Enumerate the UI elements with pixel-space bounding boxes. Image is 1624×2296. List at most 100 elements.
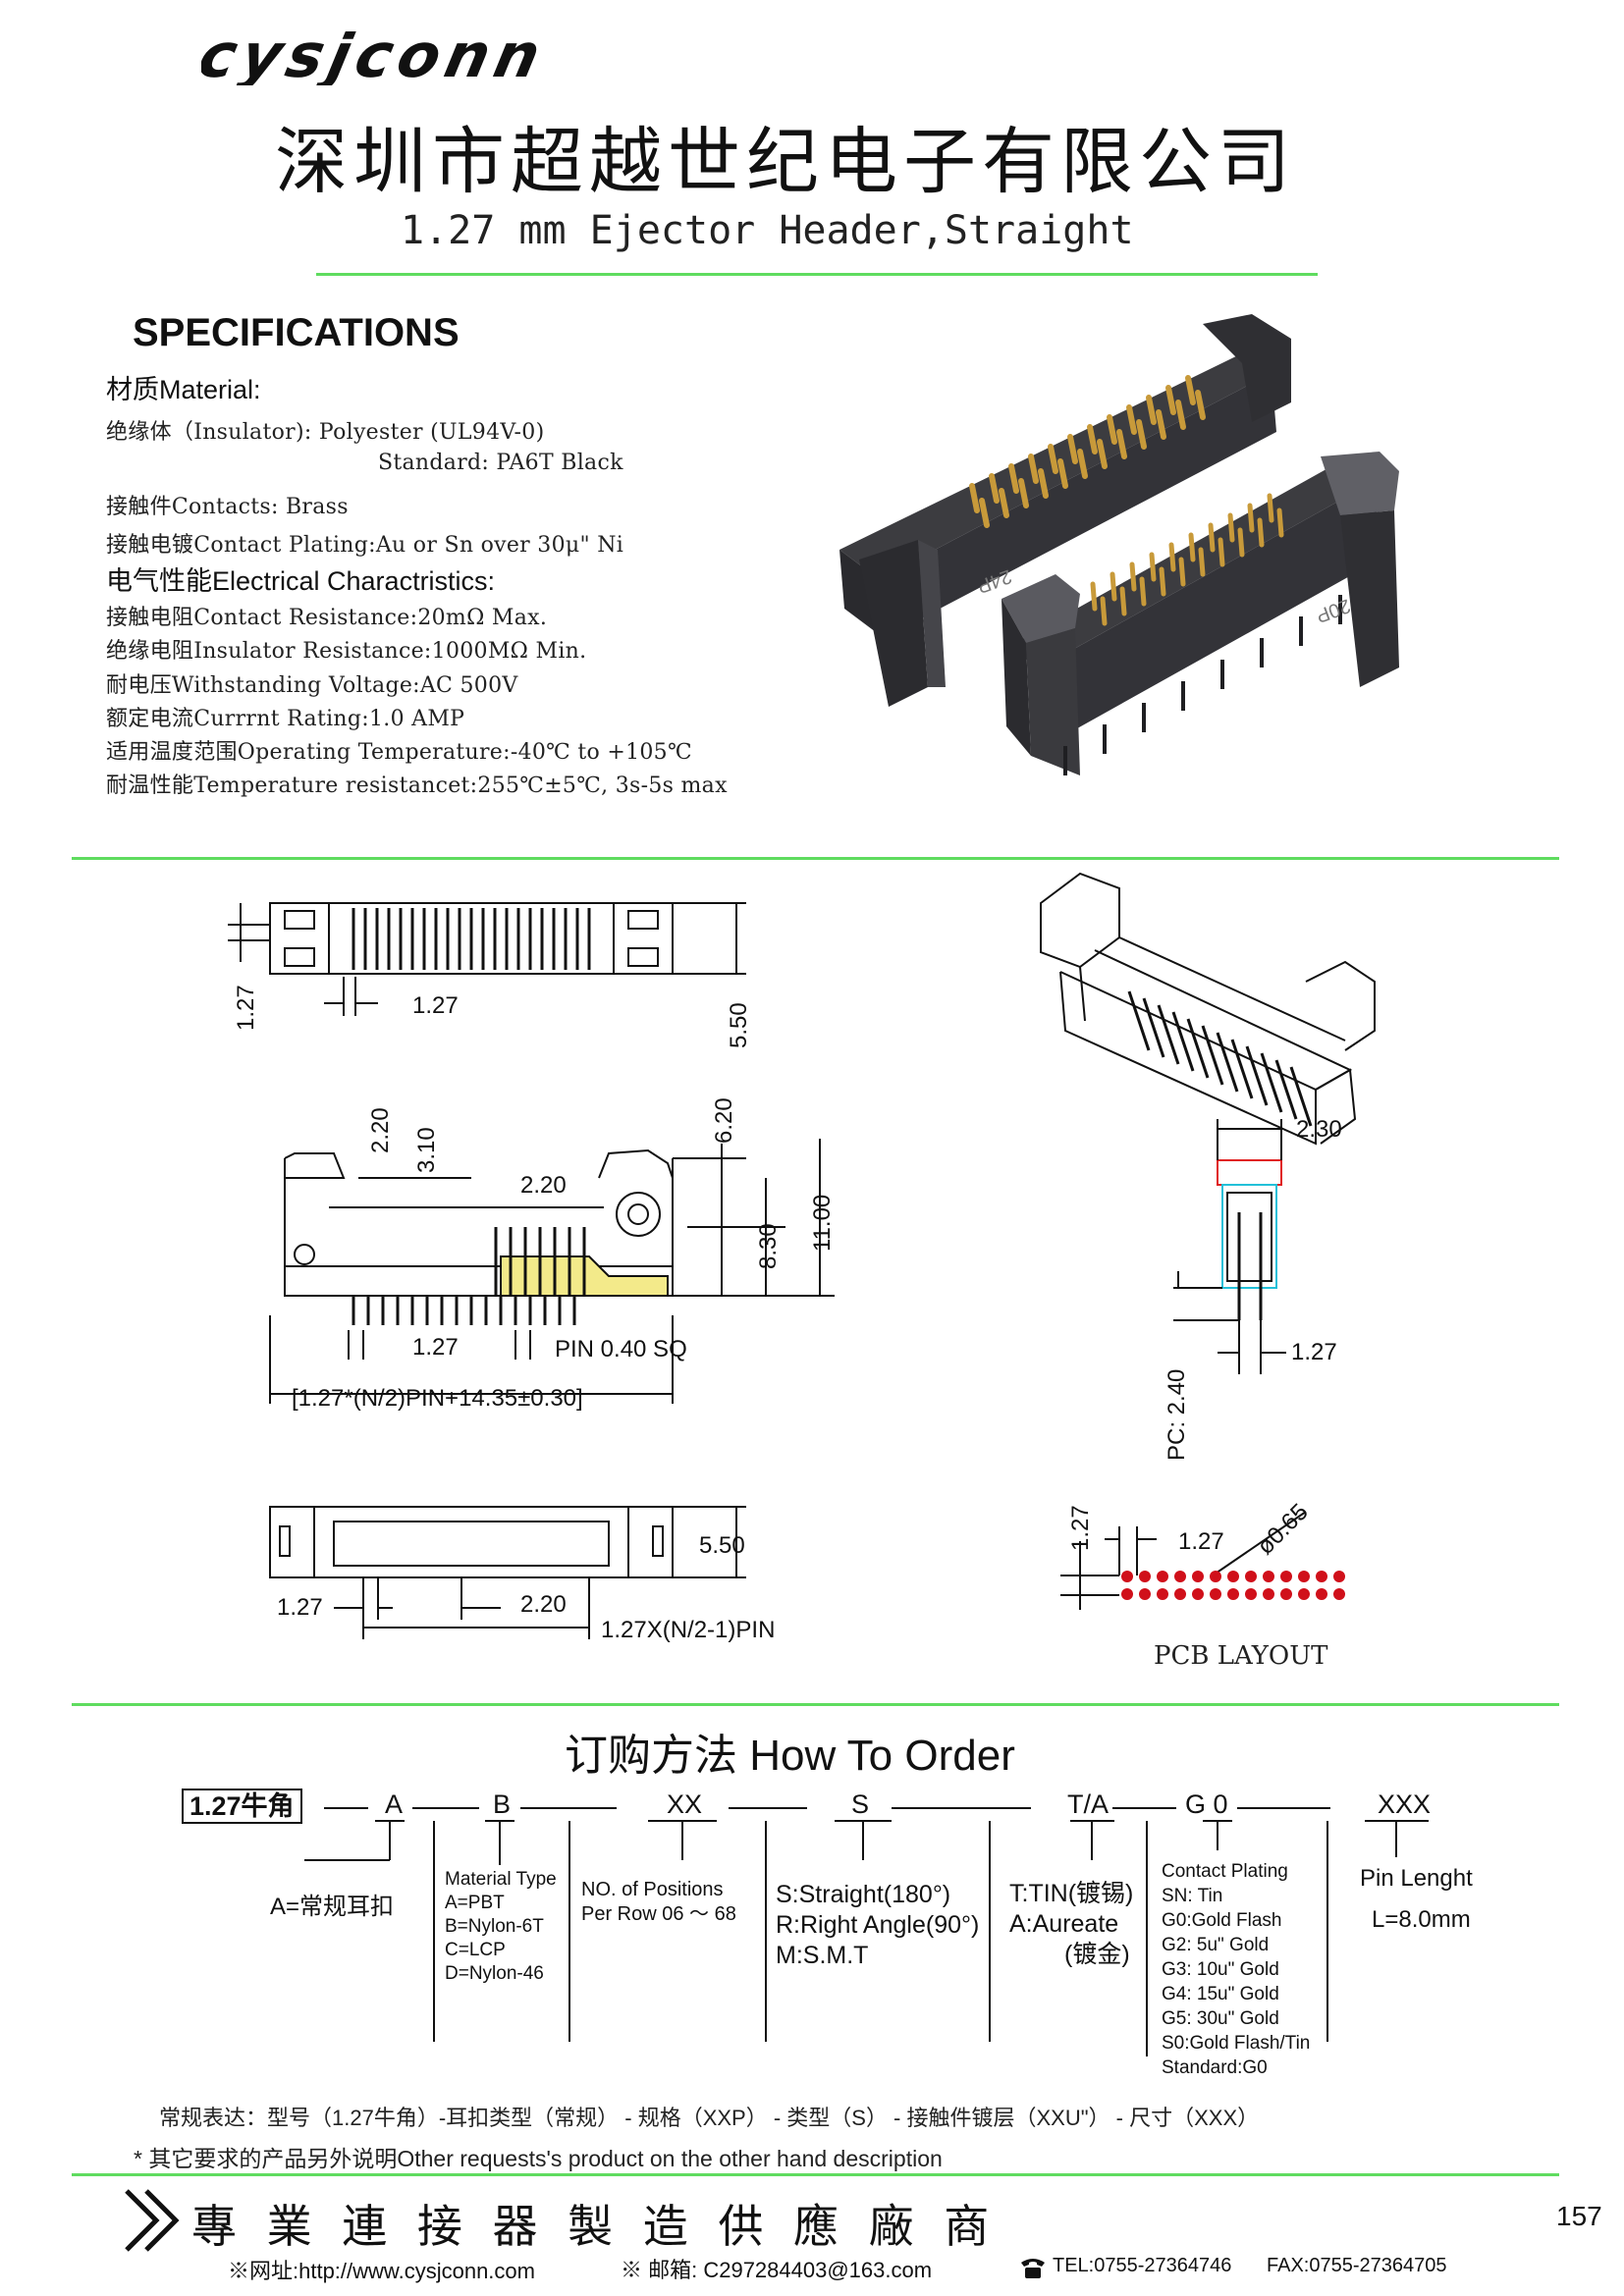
plating-s0: S0:Gold Flash/Tin: [1162, 2033, 1311, 2054]
positions-title: NO. of Positions: [581, 1879, 724, 1900]
end-view: [1173, 1119, 1286, 1374]
order-code-box: 1.27牛角: [182, 1789, 302, 1824]
dim-pin-size: PIN 0.40 SQ: [555, 1336, 687, 1362]
order-material-type: Material Type A=PBT B=Nylon-6T C=LCP D=N…: [445, 1868, 557, 1986]
normal-expression: 常规表达：型号（1.27牛角）-耳扣类型（常规） - 规格（XXP） - 类型（…: [159, 2106, 1260, 2130]
dim-side-pitch: 1.27: [412, 1334, 459, 1361]
order-positions: NO. of Positions Per Row 06 ～ 68: [581, 1878, 736, 1927]
order-code-b: B: [493, 1789, 512, 1819]
order-code-xxx: XXX: [1378, 1789, 1432, 1819]
dim-end-1-27: 1.27: [1291, 1339, 1337, 1365]
company-name: 深圳市超越世纪电子有限公司: [275, 120, 1296, 204]
product-photo: 24P 20P: [839, 314, 1399, 775]
cysjconn-logo: cysjconn: [201, 31, 552, 85]
dim-side-11-00: 11.00: [809, 1195, 836, 1252]
dim-side-2-20: 2.20: [367, 1107, 394, 1153]
order-pin-length: Pin Lenght L=8.0mm: [1360, 1865, 1473, 1934]
style-smt: M:S.M.T: [776, 1942, 869, 1969]
plating-g0: G0:Gold Flash: [1162, 1910, 1282, 1931]
spec-operating-temp: 适用温度范围Operating Temperature:-40℃ to +105…: [106, 740, 692, 765]
style-right-angle: R:Right Angle(90°): [776, 1911, 980, 1939]
footer-website: ※网址:http://www.cysjconn.com: [228, 2259, 535, 2283]
order-code-xx: XX: [667, 1789, 703, 1819]
spec-insulator-standard: Standard: PA6T Black: [378, 451, 623, 475]
plating-g3: G3: 10u" Gold: [1162, 1959, 1279, 1980]
dim-length-formula: [1.27*(N/2)PIN+14.35±0.30]: [292, 1385, 583, 1412]
dim-side-2-20b: 2.20: [520, 1172, 567, 1199]
logo-text: cysjconn: [201, 31, 552, 85]
order-code-s: S: [851, 1789, 870, 1819]
material-type-d: D=Nylon-46: [445, 1963, 544, 1984]
section-rule-2: [72, 1703, 1559, 1706]
spec-insulator: 绝缘体（Insulator): Polyester (UL94V-0): [106, 420, 545, 445]
dim-top-pitch: 1.27: [412, 992, 459, 1019]
spec-contacts: 接触件Contacts: Brass: [106, 495, 349, 519]
top-view: [228, 902, 746, 1016]
order-code-ta: T/A: [1067, 1789, 1110, 1819]
plating-g2: G2: 5u" Gold: [1162, 1935, 1270, 1955]
footer-slogan: 專 業 連 接 器 製 造 供 應 廠 商: [191, 2200, 998, 2253]
dim-side-8-30: 8.30: [755, 1223, 782, 1269]
dim-top-width: 5.50: [726, 1002, 752, 1048]
order-code-g0: G 0: [1185, 1789, 1228, 1819]
spec-temp-resistance: 耐温性能Temperature resistancet:255℃±5℃, 3s-…: [106, 774, 728, 798]
dim-pc-label: PC: 2.40: [1164, 1369, 1190, 1461]
title-rule: [316, 273, 1318, 276]
dim-bottom-1-27: 1.27: [277, 1594, 323, 1621]
dim-bottom-2-20: 2.20: [520, 1591, 567, 1618]
connector-24p: 24P: [839, 314, 1291, 707]
order-code-a: A: [385, 1789, 404, 1819]
dim-bottom-formula: 1.27X(N/2-1)PIN: [601, 1617, 775, 1643]
dim-top-left: 1.27: [233, 985, 259, 1031]
footer-email: ※ 邮箱: C297284403@163.com: [621, 2258, 933, 2282]
iso-drawing: [1040, 872, 1376, 1146]
telephone-icon: [1021, 2259, 1045, 2278]
aureate-note: (镀金): [1064, 1941, 1130, 1968]
specifications-heading: SPECIFICATIONS: [133, 311, 460, 354]
other-request: * 其它要求的产品另外说明Other requests's product on…: [134, 2146, 943, 2171]
spec-contact-resistance: 接触电阻Contact Resistance:20mΩ Max.: [106, 606, 548, 630]
dim-bottom-5-50: 5.50: [699, 1532, 745, 1559]
material-type-title: Material Type: [445, 1869, 557, 1890]
order-a-desc: A=常规耳扣: [270, 1894, 395, 1920]
dim-pcb-1-27a: 1.27: [1067, 1505, 1094, 1551]
section-rule-1: [72, 857, 1559, 860]
chevron-logo-icon: [125, 2189, 180, 2252]
spec-insulator-resistance: 绝缘电阻Insulator Resistance:1000MΩ Min.: [106, 639, 587, 664]
plating-g4: G4: 15u" Gold: [1162, 1984, 1279, 2004]
pin-length-value: L=8.0mm: [1372, 1906, 1471, 1933]
section-rule-3: [72, 2173, 1559, 2176]
order-tin: T:TIN(镀锡) A:Aureate (镀金): [1009, 1879, 1133, 1970]
pin-length-title: Pin Lenght: [1360, 1865, 1473, 1892]
dim-end-2-30: 2.30: [1296, 1116, 1342, 1143]
footer-fax: FAX:0755-27364705: [1267, 2255, 1447, 2276]
side-view: [269, 1139, 835, 1404]
electrical-heading: 电气性能Electrical Charactristics:: [106, 566, 496, 596]
aureate-option: A:Aureate: [1009, 1910, 1119, 1938]
product-title: 1.27 mm Ejector Header,Straight: [401, 208, 1134, 253]
order-style: S:Straight(180°) R:Right Angle(90°) M:S.…: [776, 1880, 979, 1971]
positions-range: Per Row 06 ～ 68: [581, 1903, 736, 1925]
order-heading: 订购方法 How To Order: [565, 1732, 1015, 1780]
page-number: 157: [1556, 2201, 1602, 2231]
spec-withstanding-voltage: 耐电压Withstanding Voltage:AC 500V: [106, 673, 518, 698]
order-plating: Contact Plating SN: Tin G0:Gold Flash G2…: [1162, 1859, 1310, 2080]
plating-title: Contact Plating: [1162, 1861, 1288, 1882]
pcb-layout: [1060, 1511, 1307, 1610]
spec-plating: 接触电镀Contact Plating:Au or Sn over 30μ" N…: [106, 533, 624, 558]
dim-side-3-10: 3.10: [413, 1127, 440, 1173]
material-type-c: C=LCP: [445, 1940, 506, 1960]
dim-pcb-1-27b: 1.27: [1178, 1528, 1224, 1555]
pcb-pad-grid: [1121, 1571, 1345, 1600]
dim-side-6-20: 6.20: [711, 1097, 737, 1144]
material-heading: 材质Material:: [106, 375, 261, 404]
spec-current-rating: 额定电流Currrnt Rating:1.0 AMP: [106, 707, 465, 731]
style-straight: S:Straight(180°): [776, 1881, 951, 1908]
footer-tel: TEL:0755-27364746: [1053, 2255, 1232, 2276]
plating-sn: SN: Tin: [1162, 1886, 1223, 1906]
pcb-caption: PCB LAYOUT: [1154, 1641, 1328, 1671]
